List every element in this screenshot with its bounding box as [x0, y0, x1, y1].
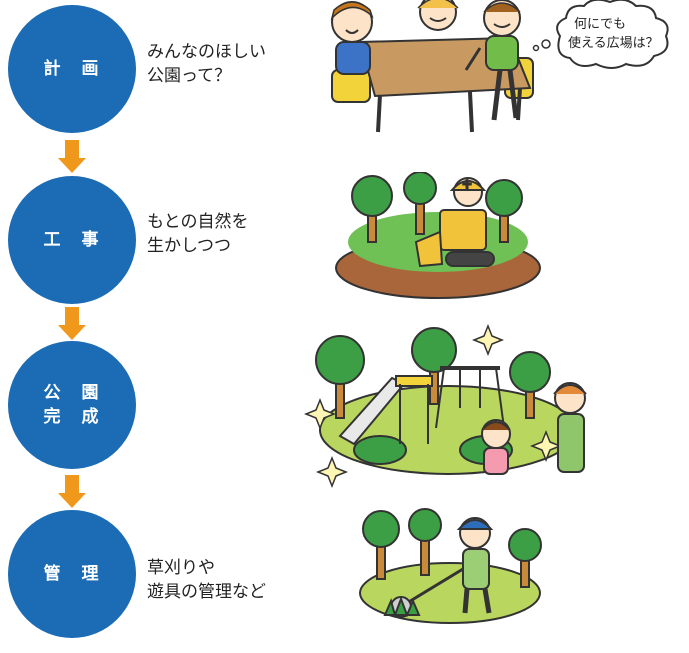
step-management-circle: 管 理: [8, 510, 136, 638]
step-construction-description: もとの自然を 生かしつつ: [147, 210, 249, 258]
completed-park-illustration: [303, 323, 587, 489]
step-management-label: 管 理: [43, 564, 101, 584]
flow-arrow-1: [58, 140, 86, 173]
step-completion-label-line2: 完 成: [43, 407, 101, 427]
svg-text:+: +: [462, 177, 472, 191]
step-plan-description: みんなのほしい 公園って？: [147, 40, 266, 88]
bubble-text-line1: 何にでも: [574, 16, 626, 32]
step-plan-label: 計 画: [43, 59, 101, 79]
step-plan-desc-line1: みんなのほしい: [147, 42, 266, 62]
step-construction-label: 工 事: [43, 230, 101, 250]
step-management-desc-line1: 草刈りや: [147, 558, 215, 578]
flow-arrow-3: [58, 475, 86, 508]
park-management-illustration: [359, 508, 542, 624]
flow-arrow-2: [58, 307, 86, 340]
step-construction-desc-line1: もとの自然を: [147, 212, 249, 232]
thought-bubble-icon: [556, 0, 669, 69]
step-completion-label-line1: 公 園: [43, 383, 101, 403]
step-plan-desc-line2: 公園って？: [147, 66, 232, 86]
step-construction-desc-line2: 生かしつつ: [147, 236, 231, 256]
construction-illustration: +: [335, 172, 541, 299]
step-completion-circle: 公 園 完 成: [8, 341, 136, 469]
step-management-desc-line2: 遊具の管理など: [147, 582, 266, 602]
step-management-description: 草刈りや 遊具の管理など: [147, 556, 266, 604]
step-construction-circle: 工 事: [8, 176, 136, 304]
bubble-text-line2: 使える広場は？: [568, 35, 659, 51]
planning-meeting-illustration: 何にでも 使える広場は？: [330, 0, 669, 133]
step-plan-circle: 計 画: [8, 5, 136, 133]
